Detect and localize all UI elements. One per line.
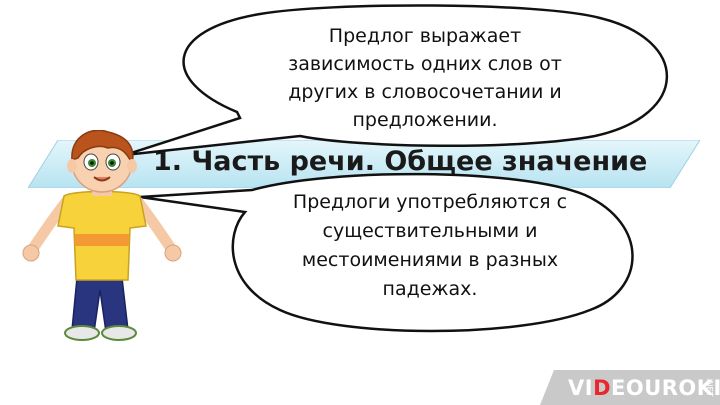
speech-bubble-bottom bbox=[139, 172, 634, 333]
banner-shape bbox=[28, 140, 700, 188]
bubble-top-text: Предлог выражает зависимость одних слов … bbox=[250, 22, 600, 134]
cartoon-boy-illustration bbox=[22, 130, 182, 341]
bubble-bottom-line: существительными и bbox=[322, 220, 538, 242]
bubble-bottom-line: местоимениями в разных bbox=[301, 249, 559, 271]
logo-suffix: .NET bbox=[705, 378, 714, 397]
bubble-bottom-line: падежах. bbox=[382, 278, 478, 300]
bubble-top-line: зависимость одних слов от bbox=[288, 53, 562, 75]
logo-part-eouroki: EOUROKI bbox=[611, 376, 720, 400]
banner-title: 1. Часть речи. Общее значение bbox=[153, 146, 648, 177]
bubble-top-line: предложении. bbox=[352, 109, 498, 131]
logo-text: VIDEOUROKI bbox=[568, 376, 720, 400]
title-banner: 1. Часть речи. Общее значение bbox=[28, 140, 700, 188]
logo-background bbox=[540, 370, 720, 405]
bubble-top-line: других в словосочетании и bbox=[288, 81, 562, 103]
logo-part-d: D bbox=[593, 376, 612, 400]
bubble-bottom-text: Предлоги употребляются с существительным… bbox=[250, 188, 610, 304]
speech-bubble-top bbox=[124, 4, 668, 157]
bubble-bottom-line: Предлоги употребляются с bbox=[292, 191, 568, 213]
videouroki-logo: VIDEOUROKI .NET bbox=[540, 370, 720, 405]
bubble-top-line: Предлог выражает bbox=[328, 25, 522, 47]
logo-part-vi: VI bbox=[568, 376, 594, 400]
